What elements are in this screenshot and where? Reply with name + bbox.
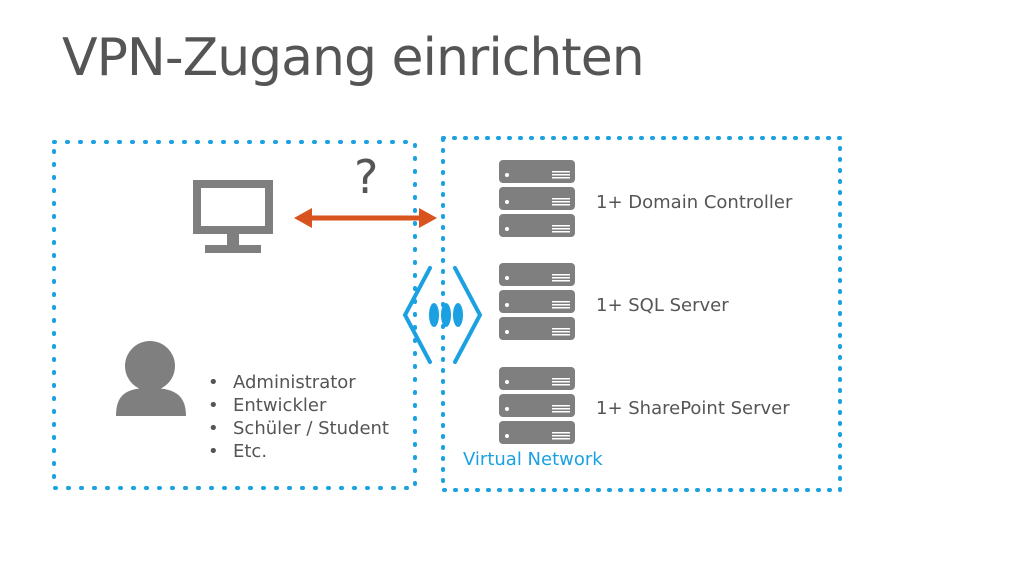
vpn-gateway-icon: [402, 266, 483, 364]
server-vent: [552, 301, 570, 303]
server-vent: [552, 225, 570, 227]
server-vent: [552, 384, 570, 386]
server-led: [505, 407, 509, 411]
server-vent: [552, 204, 570, 206]
virtual-network-label: Virtual Network: [463, 449, 603, 470]
server-rack-icon-sql: [499, 263, 575, 340]
server-vent: [552, 411, 570, 413]
on-premises-boundary: [52, 140, 417, 490]
server-vent: [552, 171, 570, 173]
server-led: [505, 227, 509, 231]
server-led: [505, 380, 509, 384]
role-item: Entwickler: [208, 394, 389, 417]
server-led: [505, 200, 509, 204]
server-vent: [552, 408, 570, 410]
server-vent: [552, 198, 570, 200]
server-label-domain-controller: 1+ Domain Controller: [596, 192, 793, 213]
role-item: Etc.: [208, 440, 389, 463]
role-item: Administrator: [208, 371, 389, 394]
server-vent: [552, 334, 570, 336]
server-vent: [552, 438, 570, 440]
server-vent: [552, 432, 570, 434]
page-title: VPN-Zugang einrichten: [62, 28, 645, 88]
server-vent: [552, 174, 570, 176]
server-vent: [552, 328, 570, 330]
server-vent: [552, 177, 570, 179]
server-vent: [552, 435, 570, 437]
server-vent: [552, 277, 570, 279]
server-vent: [552, 280, 570, 282]
double-arrow-icon: [294, 208, 437, 228]
server-led: [505, 303, 509, 307]
server-rack-icon-sharepoint: [499, 367, 575, 444]
server-vent: [552, 405, 570, 407]
server-vent: [552, 307, 570, 309]
server-vent: [552, 304, 570, 306]
server-vent: [552, 331, 570, 333]
monitor-icon: [193, 180, 273, 253]
role-item: Schüler / Student: [208, 417, 389, 440]
server-vent: [552, 228, 570, 230]
server-vent: [552, 381, 570, 383]
server-label-sharepoint: 1+ SharePoint Server: [596, 398, 790, 419]
server-vent: [552, 201, 570, 203]
server-led: [505, 276, 509, 280]
question-mark: ?: [354, 150, 379, 204]
server-rack-icon-domain-controller: [499, 160, 575, 237]
user-icon: [116, 341, 186, 416]
server-vent: [552, 274, 570, 276]
server-vent: [552, 231, 570, 233]
server-led: [505, 173, 509, 177]
server-vent: [552, 378, 570, 380]
role-list: Administrator Entwickler Schüler / Stude…: [208, 371, 389, 463]
server-led: [505, 434, 509, 438]
server-led: [505, 330, 509, 334]
server-label-sql: 1+ SQL Server: [596, 295, 729, 316]
